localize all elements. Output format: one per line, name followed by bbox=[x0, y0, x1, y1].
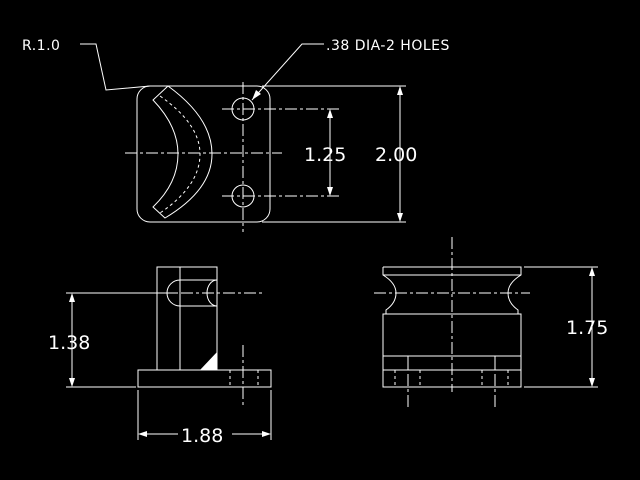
front-top-flange-left bbox=[382, 267, 397, 314]
side-height-dimension: 1.38 bbox=[48, 332, 90, 354]
hole-spacing-arrow-bottom bbox=[327, 187, 333, 196]
arc-slot-outline bbox=[152, 85, 213, 219]
overall-height-dimension: 2.00 bbox=[375, 144, 417, 166]
base-width-arrow-right bbox=[262, 431, 271, 437]
hole-leader-arrowhead bbox=[252, 90, 261, 100]
arc-slot-hidden-line bbox=[159, 95, 201, 214]
overall-height-arrow-top bbox=[397, 86, 403, 95]
side-base-plate bbox=[137, 369, 272, 388]
front-height-dimension: 1.75 bbox=[566, 317, 608, 339]
top-view-outline bbox=[136, 85, 271, 223]
hole-spacing-dimension: 1.25 bbox=[304, 144, 346, 166]
side-gusset bbox=[200, 352, 217, 370]
hole-spacing-arrow-top bbox=[327, 109, 333, 118]
hole-callout: .38 DIA-2 HOLES bbox=[326, 38, 450, 54]
base-width-dimension: 1.88 bbox=[181, 425, 223, 447]
hole-callout-leader bbox=[251, 43, 324, 101]
front-view: 1.75 bbox=[374, 237, 608, 407]
front-height-arrow-bottom bbox=[589, 378, 595, 387]
radius-callout: R.1.0 bbox=[22, 38, 60, 54]
top-view: R.1.0 .38 DIA-2 HOLES 1.25 2.00 bbox=[22, 38, 450, 232]
radius-leader bbox=[80, 43, 151, 91]
side-height-arrow-top bbox=[69, 293, 75, 302]
side-post-outline bbox=[156, 266, 218, 371]
overall-height-arrow-bottom bbox=[397, 213, 403, 222]
front-height-arrow-top bbox=[589, 267, 595, 276]
side-height-arrow-bottom bbox=[69, 378, 75, 387]
base-width-arrow-left bbox=[138, 431, 147, 437]
side-view: 1.38 1.88 bbox=[48, 266, 272, 447]
